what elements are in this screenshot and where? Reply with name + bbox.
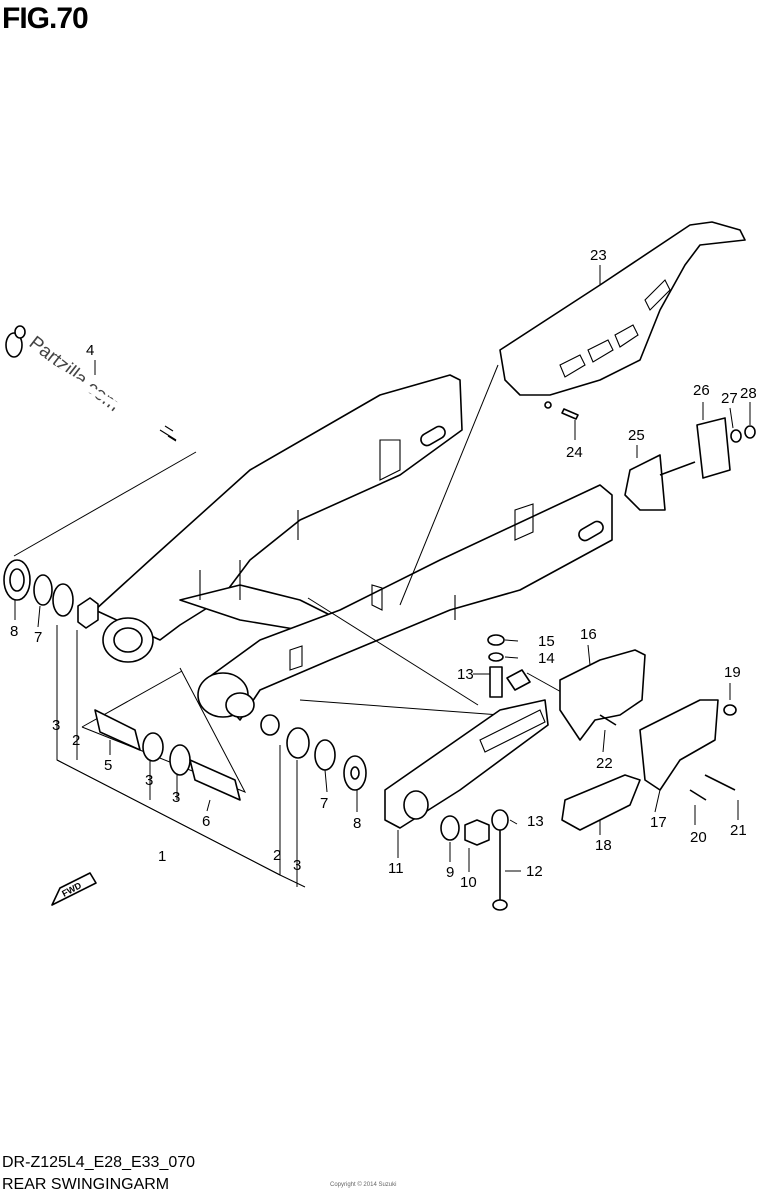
callout-24: 24 <box>566 444 583 461</box>
callout-9: 9 <box>446 864 454 881</box>
callout-11: 11 <box>388 860 404 877</box>
callout-3: 3 <box>52 717 60 734</box>
callout-5: 5 <box>104 757 112 774</box>
slider-bolt-set <box>440 634 531 911</box>
callout-8b: 8 <box>353 815 361 832</box>
callout-25: 25 <box>628 427 645 444</box>
callout-3c: 3 <box>172 789 180 806</box>
callout-10: 10 <box>460 874 477 891</box>
callout-3b: 3 <box>145 772 153 789</box>
callout-15: 15 <box>538 633 555 650</box>
copyright-note: Copyright © 2014 Suzuki <box>330 1182 397 1188</box>
callout-7b: 7 <box>320 795 328 812</box>
callout-26: 26 <box>693 382 710 399</box>
callout-21: 21 <box>730 822 747 839</box>
callout-2: 2 <box>72 732 80 749</box>
pivot-bearings-right <box>260 714 367 791</box>
callout-16: 16 <box>580 626 597 643</box>
callout-28: 28 <box>740 385 757 402</box>
swingarm <box>94 374 613 721</box>
diagram-code: DR-Z125L4_E28_E33_070 <box>2 1154 196 1171</box>
callout-8: 8 <box>10 623 18 640</box>
callout-20: 20 <box>690 829 707 846</box>
callout-22: 22 <box>596 755 613 772</box>
callout-13: 13 <box>457 666 474 683</box>
callout-1: 1 <box>158 848 166 865</box>
callout-7: 7 <box>34 629 42 646</box>
chain-adjuster <box>624 417 756 511</box>
chain-case <box>499 221 746 396</box>
callout-6: 6 <box>202 813 210 830</box>
callout-labels: 1 2 2 3 3 3 3 4 5 6 7 7 8 8 9 10 11 12 1… <box>10 247 757 891</box>
chain-slider <box>384 699 549 829</box>
chain-guide-brackets <box>559 649 737 831</box>
callout-13b: 13 <box>527 813 544 830</box>
callout-12: 12 <box>526 863 543 880</box>
pivot-bearings-left <box>3 559 241 801</box>
callout-18: 18 <box>595 837 612 854</box>
callout-19: 19 <box>724 664 741 681</box>
fwd-arrow-icon: FWD <box>51 872 97 906</box>
callout-4: 4 <box>86 342 94 359</box>
swingarm-pivot-bolt <box>5 325 178 443</box>
figure-title: FIG.70 <box>2 2 89 35</box>
callout-27: 27 <box>721 390 738 407</box>
callout-3d: 3 <box>293 857 301 874</box>
callout-23: 23 <box>590 247 607 264</box>
callout-17: 17 <box>650 814 667 831</box>
leader-lines <box>14 265 751 872</box>
diagram-name: REAR SWINGINGARM <box>2 1176 170 1193</box>
callout-2b: 2 <box>273 847 281 864</box>
callout-14: 14 <box>538 650 555 667</box>
